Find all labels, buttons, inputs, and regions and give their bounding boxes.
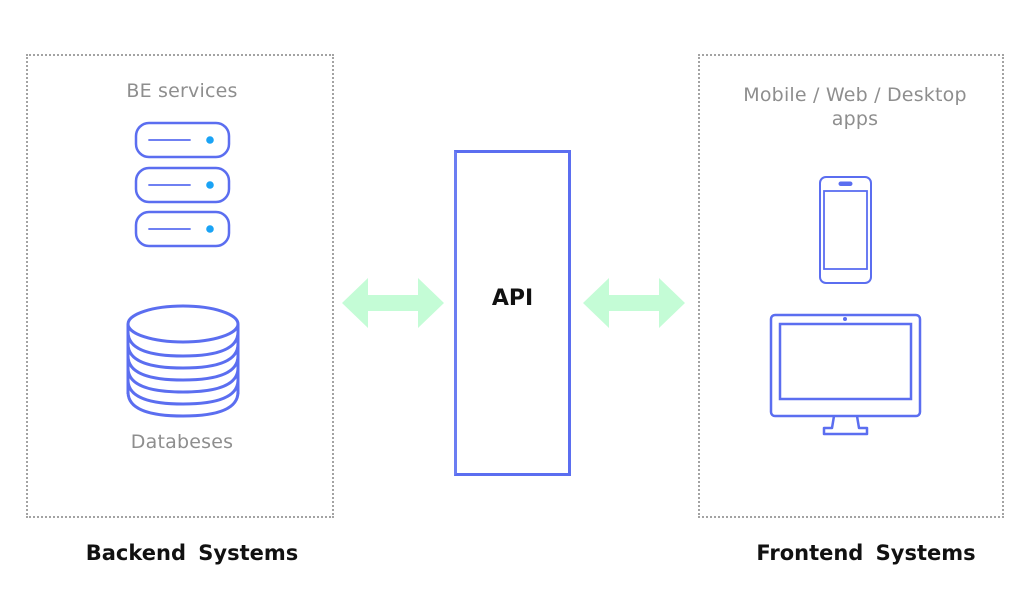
frontend-apps-caption-line1: Mobile / Web / Desktop xyxy=(743,84,967,106)
databases-caption: Databeses xyxy=(130,431,234,453)
api-box xyxy=(454,150,571,476)
server-stack-icon xyxy=(134,121,231,248)
mobile-phone-icon xyxy=(819,176,872,284)
server-led-icon xyxy=(206,225,214,233)
backend-systems-panel xyxy=(26,54,334,518)
bidirectional-arrow-icon xyxy=(583,278,685,328)
be-services-caption: BE services xyxy=(126,80,238,102)
server-icon xyxy=(134,210,231,248)
api-label: API xyxy=(491,286,534,311)
frontend-apps-caption: Mobile / Web / Desktop apps xyxy=(700,83,1010,131)
desktop-monitor-icon xyxy=(769,313,922,436)
backend-systems-title: Backend Systems xyxy=(85,541,299,565)
server-icon xyxy=(134,166,231,204)
frontend-apps-caption-line2: apps xyxy=(831,108,879,130)
frontend-systems-title: Frontend Systems xyxy=(756,541,976,565)
webcam-icon xyxy=(843,317,847,321)
bidirectional-arrow-icon xyxy=(342,278,444,328)
server-led-icon xyxy=(206,136,214,144)
database-icon xyxy=(126,304,240,418)
server-led-icon xyxy=(206,181,214,189)
frontend-systems-panel xyxy=(698,54,1004,518)
server-icon xyxy=(134,121,231,159)
